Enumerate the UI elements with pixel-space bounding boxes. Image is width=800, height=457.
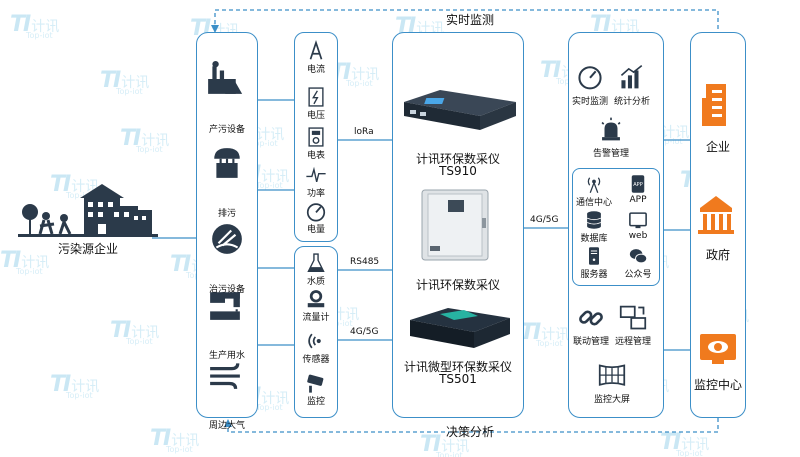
ts501-device bbox=[410, 308, 510, 348]
antenna-icon bbox=[587, 177, 601, 193]
g-right-label: 4G/5G bbox=[530, 215, 559, 225]
lora-label: loRa bbox=[354, 127, 374, 137]
platform-core-label: web bbox=[628, 231, 648, 241]
platform-core-label: 数据库 bbox=[580, 234, 608, 244]
rs485-label: RS485 bbox=[350, 257, 380, 267]
web-icon bbox=[629, 212, 647, 229]
building-icon bbox=[702, 84, 726, 126]
water-pipe-icon bbox=[210, 292, 240, 320]
platform-bottom-label: 联动管理 bbox=[572, 337, 609, 347]
gauge-icon bbox=[306, 203, 326, 222]
electric-sensor-label: 电表 bbox=[306, 151, 325, 161]
platform-top-label: 告警管理 bbox=[592, 149, 629, 159]
user-label: 企业 bbox=[705, 140, 730, 154]
platform-top-label: 统计分析 bbox=[613, 97, 650, 107]
database-icon bbox=[586, 211, 602, 229]
bar-chart-icon bbox=[620, 64, 643, 89]
cabinet-device bbox=[421, 189, 489, 261]
meter-icon bbox=[308, 127, 324, 147]
source-label: 产污设备 bbox=[208, 125, 245, 135]
app-icon: APP bbox=[631, 175, 645, 193]
platform-bottom-label: 远程管理 bbox=[614, 337, 651, 347]
device-2-title: 计讯环保数采仪 bbox=[415, 278, 500, 292]
source-label: 周边大气 bbox=[208, 421, 245, 431]
electric-sensor-label: 电量 bbox=[306, 225, 325, 235]
platform-core-panel bbox=[572, 168, 660, 286]
ampere-icon bbox=[309, 40, 323, 60]
remote-icon bbox=[619, 305, 647, 330]
electric-sensor-label: 功率 bbox=[306, 189, 325, 199]
voltage-icon bbox=[308, 87, 324, 107]
device-1-model: TS910 bbox=[439, 164, 477, 178]
device-3-model: TS501 bbox=[439, 372, 477, 386]
government-icon bbox=[698, 196, 734, 234]
server-icon bbox=[589, 247, 599, 265]
user-label: 政府 bbox=[705, 248, 730, 262]
env-sensor-label: 水质 bbox=[306, 277, 325, 287]
flowmeter-icon bbox=[307, 290, 325, 308]
speedometer-icon bbox=[578, 66, 602, 90]
flask-icon bbox=[307, 253, 325, 272]
source-label: 生产用水 bbox=[208, 351, 245, 361]
factory-icon bbox=[208, 60, 243, 94]
video-wall-icon bbox=[598, 364, 626, 386]
electric-sensor-label: 电流 bbox=[306, 65, 325, 75]
platform-bottom-label: 监控大屏 bbox=[593, 395, 630, 405]
sensor-icon bbox=[308, 333, 321, 349]
enterprise-label: 污染源企业 bbox=[57, 242, 118, 256]
source-label: 排污 bbox=[217, 209, 236, 219]
user-label: 监控中心 bbox=[693, 378, 742, 392]
platform-core-label: 服务器 bbox=[580, 270, 608, 280]
device-3-title: 计讯微型环保数采仪 bbox=[403, 360, 512, 374]
env-sensor-label: 传感器 bbox=[302, 355, 330, 365]
device-1-title: 计讯环保数采仪 bbox=[415, 152, 500, 166]
flow-top-label: 实时监测 bbox=[445, 13, 494, 27]
power-icon bbox=[306, 166, 326, 183]
alarm-icon bbox=[601, 117, 621, 141]
enterprise-illustration bbox=[18, 184, 158, 237]
g-left-label: 4G/5G bbox=[350, 327, 379, 337]
svg-text:APP: APP bbox=[633, 182, 642, 188]
link-icon bbox=[579, 310, 603, 326]
platform-core-label: APP bbox=[629, 195, 647, 205]
platform-core-label: 通信中心 bbox=[575, 198, 612, 208]
electric-sensor-label: 电压 bbox=[306, 111, 325, 121]
camera-icon bbox=[307, 374, 324, 393]
env-sensor-label: 监控 bbox=[306, 397, 325, 407]
source-label: 治污设备 bbox=[208, 285, 245, 295]
env-sensor-label: 流量计 bbox=[302, 313, 330, 323]
wind-icon bbox=[210, 363, 240, 389]
monitor-icon bbox=[700, 334, 736, 364]
wechat-icon bbox=[629, 249, 648, 264]
platform-core-label: 公众号 bbox=[624, 270, 652, 280]
treatment-icon bbox=[212, 224, 242, 254]
env-sensors-panel bbox=[294, 246, 338, 418]
ts910-device bbox=[404, 90, 516, 130]
flow-bottom-label: 决策分析 bbox=[445, 425, 494, 439]
platform-top-label: 实时监测 bbox=[571, 97, 608, 107]
sewage-icon bbox=[214, 148, 240, 178]
